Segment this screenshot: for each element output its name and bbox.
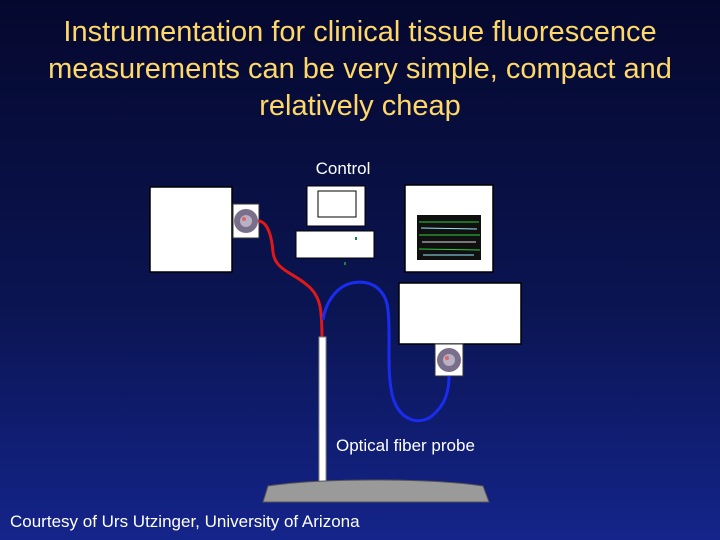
ccd-spectrum-line: [420, 227, 478, 230]
spectrograph-label-line-1: Imaging: [429, 290, 491, 309]
spectrograph-connector-core: [443, 354, 455, 366]
title-line-3: relatively cheap: [259, 90, 461, 122]
title-line-2: measurements can be very simple, compact…: [48, 53, 672, 85]
light-source: [149, 186, 260, 273]
tissue-sample: [262, 479, 490, 503]
collection-fiber: [321, 280, 451, 422]
light-source-box: [149, 186, 233, 273]
ccd-spectrum-line: [418, 248, 481, 251]
probe-label: Optical fiber probe: [336, 436, 475, 455]
title-line-1: Instrumentation for clinical tissue fluo…: [63, 16, 657, 48]
computer-base: [295, 230, 375, 259]
ccd-camera: [404, 184, 494, 273]
light-source-label-line-1: Light: [175, 205, 213, 224]
credit-text: Courtesy of Urs Utzinger, University of …: [10, 512, 360, 531]
light-source-label-line-2: Source: [167, 227, 221, 246]
spectrograph-label: Imaging Spectrograph: [399, 289, 521, 333]
slide-title: Instrumentation for clinical tissue fluo…: [0, 14, 720, 125]
excitation-fiber: [257, 219, 324, 341]
imaging-spectrograph: [398, 282, 522, 377]
light-source-connector-dot: [242, 217, 246, 221]
control-computer: [295, 185, 375, 265]
computer-led: [355, 237, 357, 240]
computer-screen: [317, 190, 357, 218]
spectrograph-connector-dot: [445, 356, 449, 360]
probe-shaft: [318, 336, 327, 485]
spectrograph-label-line-2: Spectrograph: [408, 312, 512, 331]
light-source-connector-core: [240, 215, 252, 227]
ccd-label: CCD: [433, 192, 471, 211]
control-label: Control: [315, 159, 371, 178]
computer-led: [344, 262, 346, 265]
light-source-label: Light Source: [152, 204, 236, 248]
